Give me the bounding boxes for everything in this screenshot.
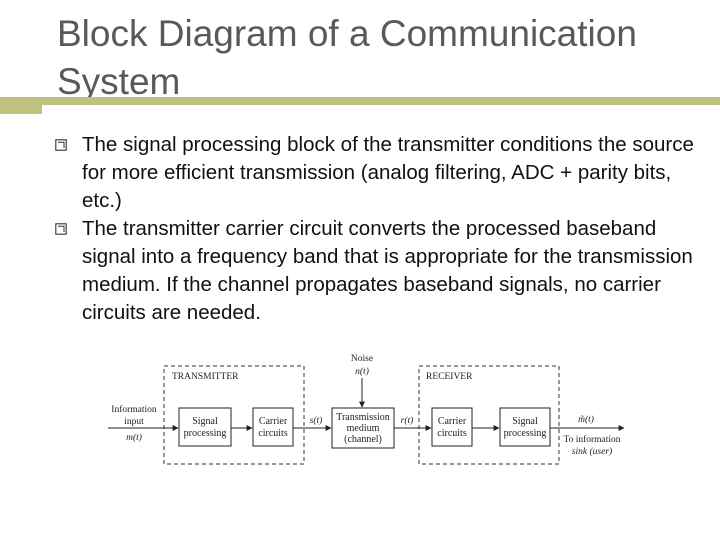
bullet-item: The transmitter carrier circuit converts… xyxy=(55,215,695,327)
channel-label-1: Transmission xyxy=(336,412,390,423)
rx-signal-processing-block xyxy=(499,407,551,447)
rx-signal-processing-label-2: processing xyxy=(504,428,547,439)
tx-signal-processing-block xyxy=(178,407,232,447)
tx-carrier-circuits-block xyxy=(252,407,294,447)
input-label-line-1: Information xyxy=(111,404,157,415)
rx-carrier-label-2: circuits xyxy=(437,428,467,439)
channel-label-3: (channel) xyxy=(344,434,382,445)
noise-label: Noise xyxy=(351,354,373,364)
communication-block-diagram: TRANSMITTER RECEIVER Noise n(t) Informat… xyxy=(104,350,634,480)
bullet-text: The signal processing block of the trans… xyxy=(82,133,694,212)
channel-block xyxy=(331,407,395,449)
input-signal-label: m(t) xyxy=(126,432,142,443)
receiver-box xyxy=(418,365,560,465)
bullet-text: The transmitter carrier circuit converts… xyxy=(82,217,693,324)
square-bullet-icon xyxy=(55,223,67,235)
bullet-list: The signal processing block of the trans… xyxy=(55,131,695,327)
receiver-label: RECEIVER xyxy=(426,372,473,382)
rx-carrier-circuits-block xyxy=(431,407,473,447)
input-label-line-2: input xyxy=(124,417,144,427)
square-bullet-icon xyxy=(55,139,67,151)
output-label-line-1: To information xyxy=(563,434,620,445)
output-label-line-2: sink (user) xyxy=(572,446,612,457)
tx-output-signal-label: s(t) xyxy=(310,415,323,426)
rx-input-signal-label: r(t) xyxy=(401,415,414,426)
transmitter-box xyxy=(163,365,305,465)
output-signal-label: m̃(t) xyxy=(578,414,594,425)
bullet-item: The signal processing block of the trans… xyxy=(55,131,695,215)
tx-carrier-label-1: Carrier xyxy=(259,416,288,427)
title-rule-accent xyxy=(0,97,42,114)
tx-carrier-label-2: circuits xyxy=(258,428,288,439)
rx-carrier-label-1: Carrier xyxy=(438,416,467,427)
transmitter-label: TRANSMITTER xyxy=(172,372,239,382)
tx-signal-processing-label-1: Signal xyxy=(192,416,218,427)
noise-signal-label: n(t) xyxy=(355,366,369,377)
tx-signal-processing-label-2: processing xyxy=(184,428,227,439)
slide-title: Block Diagram of a Communication System xyxy=(57,13,637,102)
title-rule xyxy=(42,97,720,105)
rx-signal-processing-label-1: Signal xyxy=(512,416,538,427)
channel-label-2: medium xyxy=(347,423,380,434)
